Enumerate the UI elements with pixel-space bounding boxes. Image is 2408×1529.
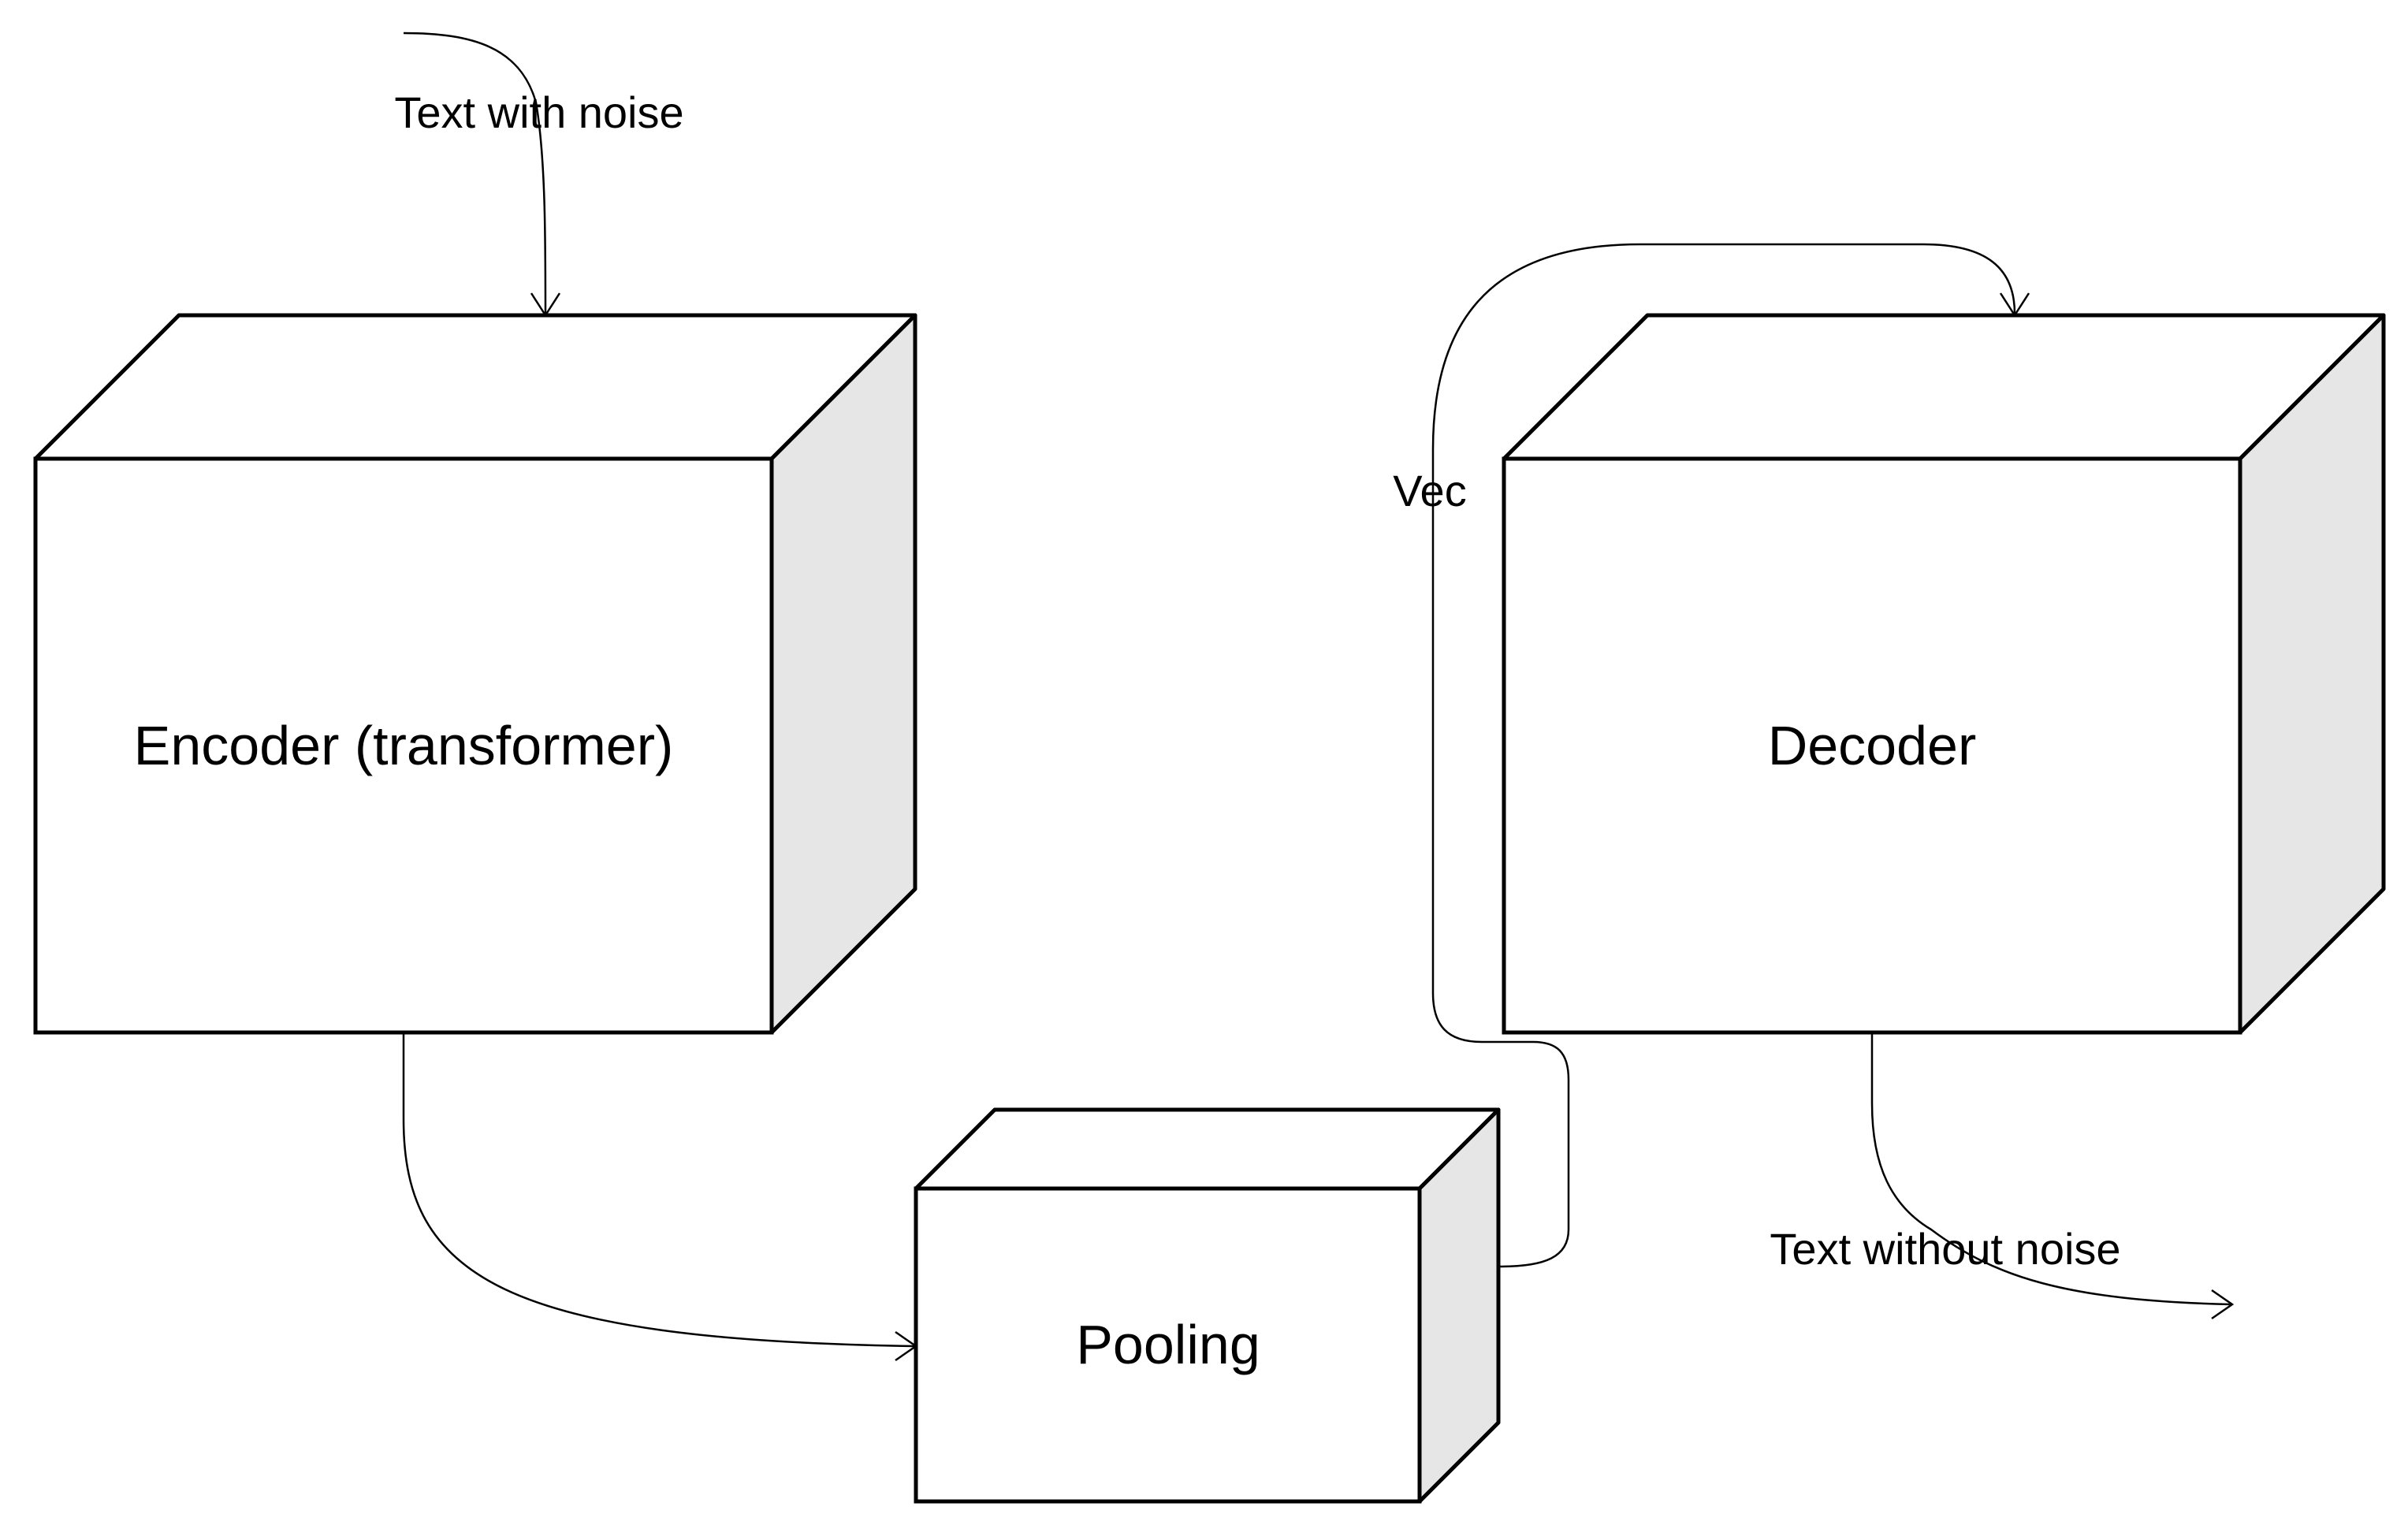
encoder-top-face: [33, 313, 917, 461]
input-arrow: [403, 32, 547, 314]
output-arrow: [1870, 1034, 2231, 1306]
vec-arrowhead: [1999, 292, 2030, 318]
input-label: Text with noise: [394, 87, 683, 137]
encoder-label: Encoder (transformer): [134, 715, 674, 776]
vec-arrow: [1431, 243, 2016, 1268]
vec-label: Vec: [1393, 466, 1466, 515]
input-arrowhead: [530, 292, 561, 318]
output-arrowhead: [2211, 1289, 2235, 1320]
encoder-front-face: [33, 456, 774, 1035]
pooling-front-face: [914, 1186, 1422, 1504]
decoder-block: Decoder: [1502, 313, 2386, 1035]
output-label: Text without noise: [1770, 1224, 2120, 1274]
encoder-to-pooling-arrow: [402, 1034, 915, 1348]
connectors: [402, 32, 2235, 1362]
decoder-label: Decoder: [1768, 715, 1977, 776]
decoder-top-face: [1502, 313, 2386, 461]
pooling-label: Pooling: [1076, 1314, 1260, 1375]
pooling-top-face: [914, 1107, 1501, 1191]
encoder-block: Encoder (transformer): [33, 313, 917, 1035]
decoder-front-face: [1502, 456, 2242, 1035]
encoder-to-pooling-arrowhead: [895, 1330, 918, 1362]
pooling-block: Pooling: [914, 1107, 1501, 1504]
